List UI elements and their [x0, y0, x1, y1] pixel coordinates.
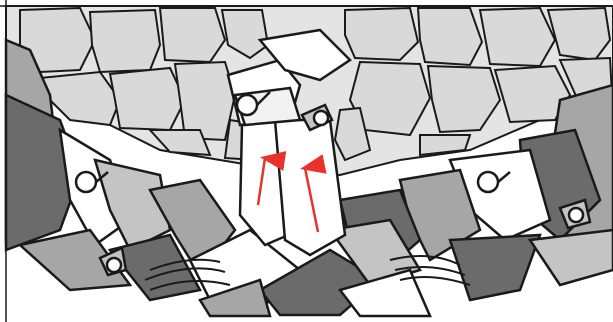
- loop-symbols: [74, 91, 592, 277]
- loop-o-icon: [74, 170, 109, 194]
- cobblestone-background: [5, 5, 613, 177]
- lifted-strands: [226, 28, 352, 257]
- loop-d-icon: [98, 246, 128, 277]
- right-braid: [338, 83, 613, 302]
- loop-o-icon: [476, 170, 511, 194]
- up-arrow-icon: [256, 151, 287, 206]
- groove-lines: [144, 255, 471, 291]
- loop-d-icon: [300, 103, 334, 132]
- loop-o-icon: [235, 91, 271, 117]
- center-braid: [188, 218, 432, 318]
- loop-d-icon: [558, 198, 592, 230]
- up-arrow-icon: [300, 154, 327, 233]
- direction-arrows: [256, 151, 327, 233]
